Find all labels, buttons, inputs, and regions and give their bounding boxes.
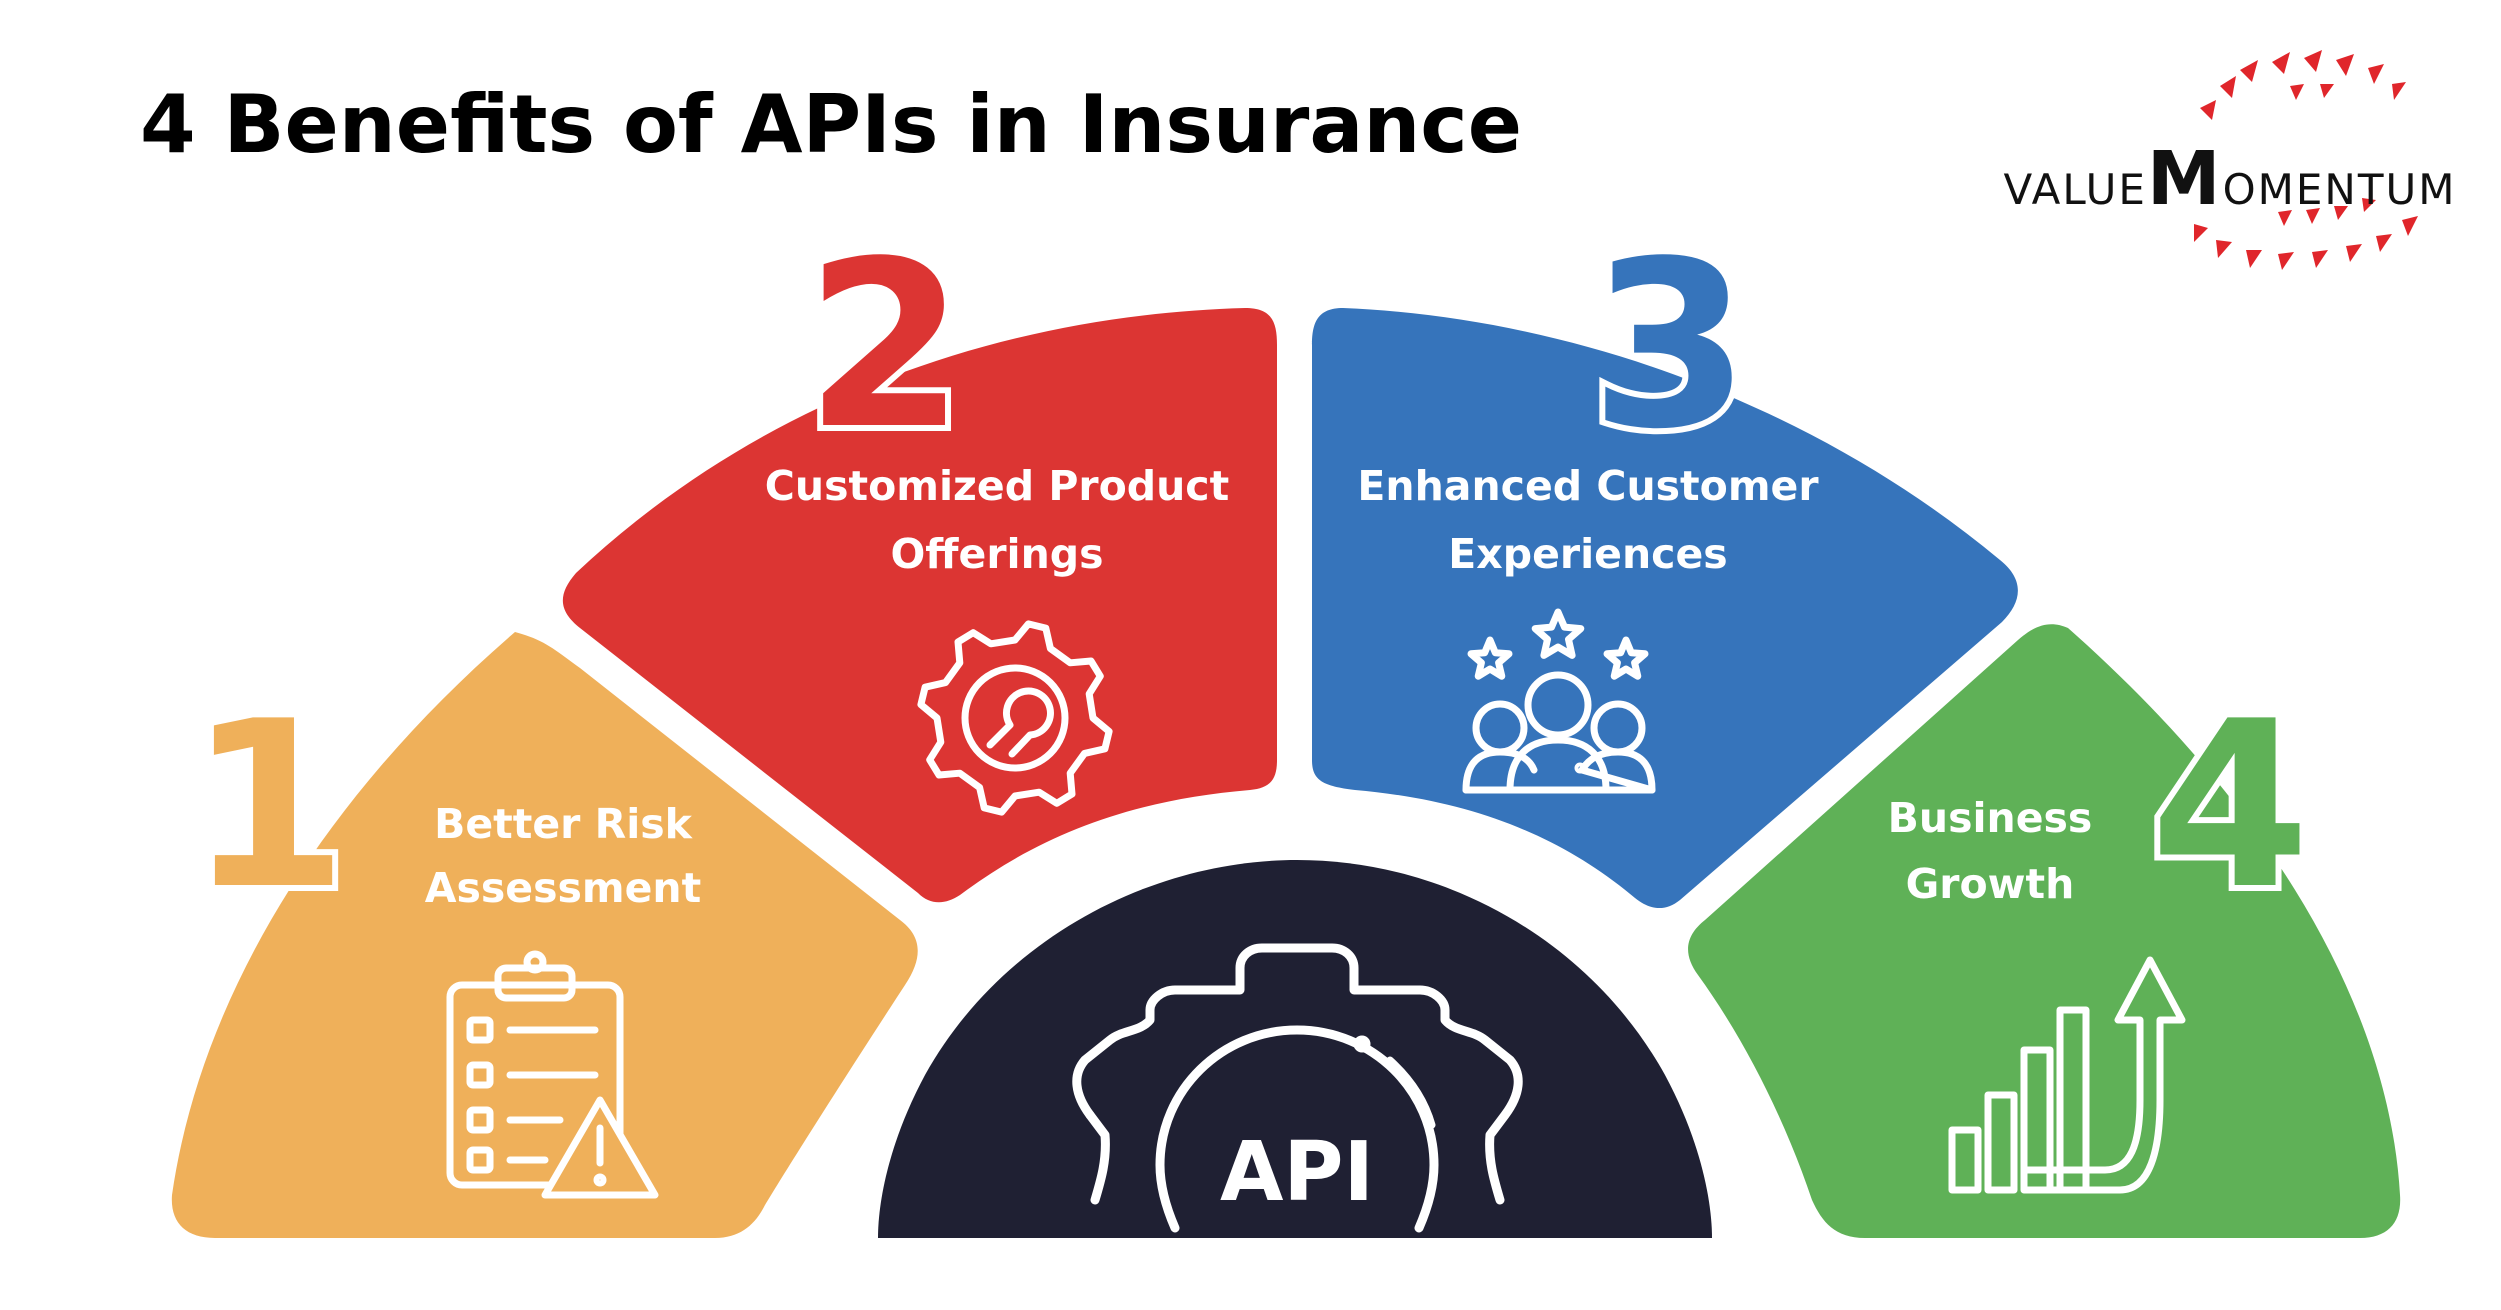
- center-api-half-circle: [878, 860, 1712, 1238]
- label-2-line2: Offerings: [890, 530, 1103, 578]
- value-momentum-logo: VALUEMOMENTUM: [1990, 40, 2470, 280]
- label-1-line2: Assessment: [425, 864, 701, 912]
- number-3: 3: [1590, 213, 1750, 480]
- number-2: 2: [805, 213, 965, 480]
- segment-enhanced-customer-experiences: [1312, 308, 2018, 909]
- label-2-line1: Customized Product: [765, 462, 1229, 510]
- logo-initial: M: [2146, 136, 2223, 222]
- people-stars-icon: [1462, 608, 1656, 794]
- page-title: 4 Benefits of APIs in Insurance: [140, 78, 1522, 171]
- label-4-line1: Business: [1888, 794, 2093, 842]
- segment-better-risk-assessment: [171, 632, 918, 1238]
- api-label: API: [1220, 1125, 1374, 1220]
- clipboard-warning-icon: [446, 950, 659, 1199]
- growth-chart-icon: [1948, 956, 2186, 1194]
- number-4: 4: [2150, 673, 2310, 940]
- label-3-line2: Experiences: [1448, 530, 1727, 578]
- segment-business-growth: [1688, 624, 2401, 1238]
- label-1-line1: Better Risk: [434, 800, 694, 848]
- logo-prefix: VALUE: [2003, 165, 2147, 214]
- label-3-line1: Enhanced Customer: [1357, 462, 1819, 510]
- gear-icon: [1072, 943, 1523, 1233]
- logo-suffix: OMENTUM: [2222, 165, 2457, 214]
- label-4-line2: Growth: [1906, 860, 2075, 908]
- logo-swirl-icon: [2194, 50, 2418, 270]
- gear-wrench-icon: [917, 620, 1113, 816]
- number-1: 1: [188, 673, 348, 940]
